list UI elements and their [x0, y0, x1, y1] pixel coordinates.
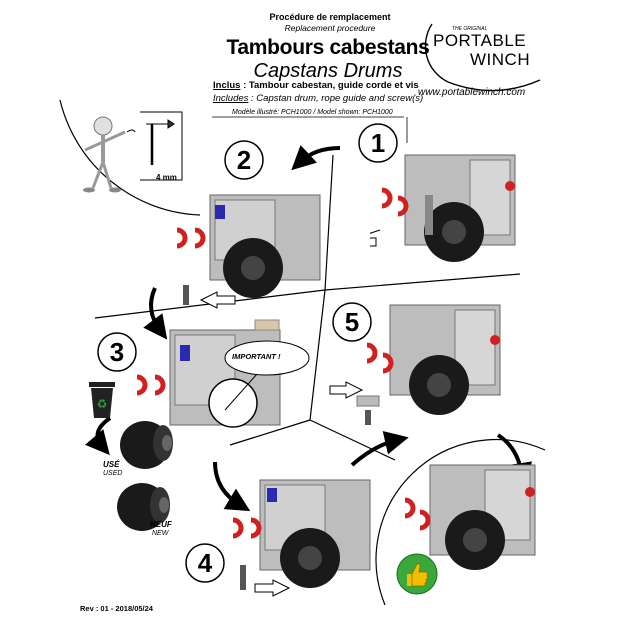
- svg-text:♻: ♻: [97, 397, 108, 411]
- insert-arrow-step-5: [329, 381, 364, 399]
- new-label-en: NEW: [152, 530, 169, 537]
- winch-illustration-step-1: [370, 154, 516, 262]
- step-number-4: 4: [197, 548, 213, 578]
- winch-illustration-step-5: [356, 304, 501, 425]
- logo-brand-line2: WINCH: [470, 50, 531, 69]
- winch-illustration-final: [404, 464, 536, 570]
- included-fr-label: Inclus: [213, 80, 241, 91]
- used-label-en: USED: [103, 470, 123, 477]
- logo-small-text: THE ORIGINAL: [452, 26, 488, 32]
- figure-with-key-illustration: [83, 116, 136, 193]
- recycle-bin-icon: ♻: [89, 382, 115, 418]
- included-en-label: Includes: [213, 93, 249, 104]
- model-line: Modèle illustré: PCH1000 / Model shown: …: [232, 109, 393, 116]
- step-number-2: 2: [236, 145, 252, 175]
- new-drum-illustration: [117, 483, 170, 531]
- step-number-1: 1: [370, 128, 386, 158]
- logo-brand-line1: PORTABLE: [433, 31, 527, 50]
- revision-label: Rev : 01 - 2018/05/24: [80, 604, 153, 613]
- included-en-text: : Capstan drum, rope guide and screw(s): [248, 93, 424, 104]
- used-drum-illustration: [120, 421, 173, 469]
- important-bubble: [224, 340, 310, 376]
- included-fr: Inclus : Tambour cabestan, guide corde e…: [213, 80, 419, 91]
- thumbs-up-icon: [396, 553, 438, 595]
- procedure-fr: Procédure de remplacement: [269, 12, 391, 22]
- website-url: www.portablewinch.com: [418, 87, 526, 98]
- procedure-en: Replacement procedure: [284, 23, 376, 33]
- hex-key-icon: [140, 111, 183, 181]
- important-text: IMPORTANT !: [232, 352, 281, 361]
- winch-illustration-step-4: [232, 479, 371, 597]
- title-fr: Tambours cabestans: [226, 36, 430, 59]
- included-fr-text: : Tambour cabestan, guide corde et vis: [240, 80, 419, 91]
- key-part-illustration: [254, 319, 280, 331]
- included-en: Includes : Capstan drum, rope guide and …: [213, 93, 423, 104]
- tool-size-label: 4 mm: [156, 173, 177, 182]
- title-en: Capstans Drums: [253, 60, 403, 82]
- winch-illustration-step-2: [176, 194, 321, 309]
- new-label-fr: NEUF: [150, 520, 172, 529]
- used-label-fr: USÉ: [103, 460, 120, 469]
- step-number-5: 5: [344, 307, 360, 337]
- step-number-3: 3: [109, 337, 125, 367]
